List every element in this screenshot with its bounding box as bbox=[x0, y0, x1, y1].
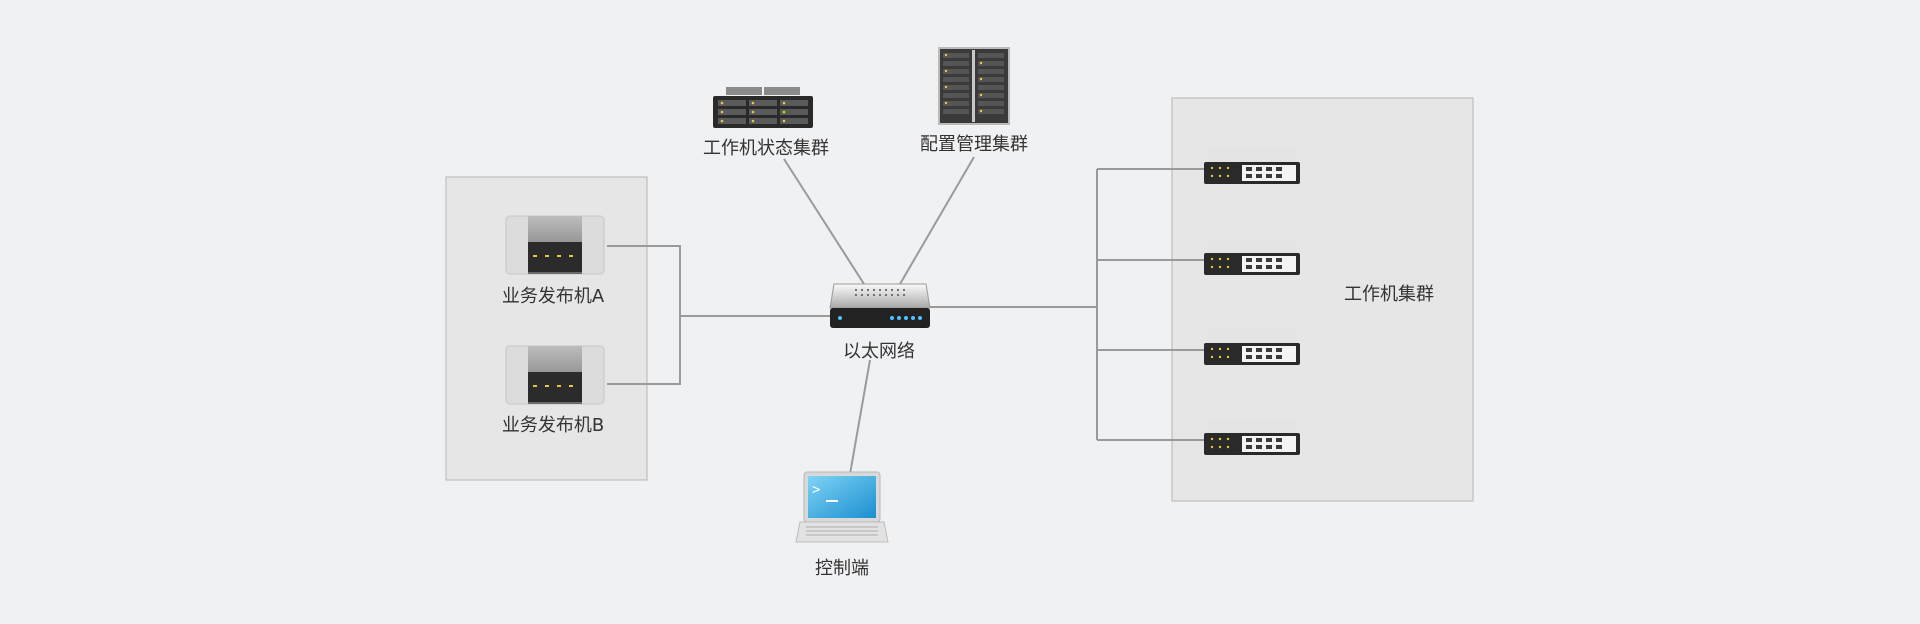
label-publisher-b: 业务发布机B bbox=[501, 415, 605, 436]
laptop-terminal-icon: > bbox=[795, 471, 889, 543]
svg-text:>: > bbox=[812, 482, 820, 498]
connectors bbox=[607, 156, 1206, 475]
label-controller: 控制端 bbox=[815, 558, 869, 579]
blade-server-a-icon bbox=[505, 215, 605, 275]
rack-server-icon bbox=[713, 87, 813, 128]
switch-server-icon-1 bbox=[1204, 148, 1300, 184]
switch-server-icon-4 bbox=[1204, 419, 1300, 455]
server-tower-icon bbox=[938, 47, 1010, 125]
label-config-mgmt-cluster: 配置管理集群 bbox=[920, 134, 1028, 155]
switch-server-icon-2 bbox=[1204, 239, 1300, 275]
blade-server-b-icon bbox=[505, 345, 605, 405]
switch-server-icon-3 bbox=[1204, 329, 1300, 365]
label-worker-cluster: 工作机集群 bbox=[1344, 284, 1434, 305]
label-worker-status-cluster: 工作机状态集群 bbox=[703, 138, 829, 159]
connector-publisher-b bbox=[607, 316, 681, 385]
connector-config-to-ethernet bbox=[899, 156, 975, 285]
connector-controller-to-ethernet bbox=[849, 359, 871, 475]
network-router-icon bbox=[829, 283, 931, 328]
connector-publisher-a bbox=[607, 245, 681, 316]
label-ethernet: 以太网络 bbox=[843, 341, 915, 362]
connector-status-to-ethernet bbox=[783, 158, 865, 285]
label-publisher-a: 业务发布机A bbox=[501, 286, 605, 307]
